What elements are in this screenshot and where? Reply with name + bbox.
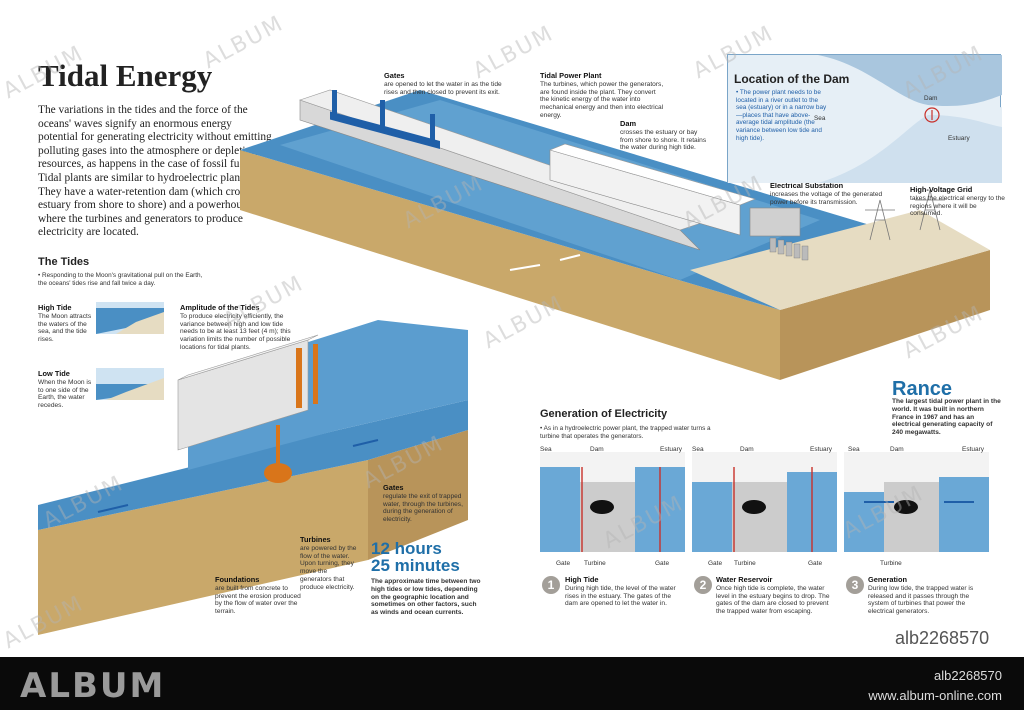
panel2-gate: Gate bbox=[708, 560, 723, 567]
dam-soil bbox=[240, 150, 780, 380]
panel1-dam: Dam bbox=[590, 446, 604, 453]
panel2-dam: Dam bbox=[740, 446, 754, 453]
panel1-gate2: Gate bbox=[655, 560, 670, 567]
intro-text: The variations in the tides and the forc… bbox=[38, 104, 273, 239]
location-estuary-label: Estuary bbox=[948, 135, 970, 142]
panel1-estuary: Estuary bbox=[660, 446, 683, 453]
image-id: alb2268570 bbox=[895, 628, 990, 648]
gate-crane bbox=[330, 111, 440, 149]
panel2-estuary: Estuary bbox=[810, 446, 833, 453]
dam-shore bbox=[690, 210, 990, 310]
plant-roof bbox=[549, 143, 756, 206]
cycle-text: The approximate time between two high ti… bbox=[371, 578, 481, 617]
location-text: • The power plant needs to be located in… bbox=[736, 89, 827, 142]
panel1-gate: Gate bbox=[556, 560, 571, 567]
low-tide-diagram bbox=[96, 368, 164, 400]
section-soil bbox=[38, 460, 368, 635]
location-box: Location of the Dam • The power plant ne… bbox=[727, 54, 1002, 183]
generation-panel-2 bbox=[692, 452, 837, 552]
panel3-turbine: Turbine bbox=[880, 560, 902, 567]
generation-panel-3 bbox=[844, 452, 989, 552]
panel3-sea: Sea bbox=[848, 446, 860, 453]
dam-soil-side bbox=[780, 250, 990, 380]
flow-arrow-icon bbox=[509, 254, 581, 271]
panel2-gate2: Gate bbox=[808, 560, 823, 567]
tides-title: The Tides bbox=[38, 256, 90, 268]
location-sea-label: Sea bbox=[814, 115, 826, 122]
generation-panel-1 bbox=[540, 452, 685, 552]
section-illustration bbox=[38, 320, 468, 635]
high-voltage-tower-icon bbox=[865, 189, 945, 241]
cycle-hours: 12 hours 25 minutes bbox=[371, 539, 460, 575]
rance-title: Rance bbox=[892, 378, 953, 400]
location-title: Location of the Dam bbox=[734, 72, 850, 86]
dam-illustration bbox=[240, 89, 990, 380]
substation-icon bbox=[749, 207, 801, 237]
page-title: Tidal Energy bbox=[38, 58, 213, 93]
panel3-dam: Dam bbox=[890, 446, 904, 453]
step-1-number: 1 bbox=[542, 576, 560, 594]
step-2-number: 2 bbox=[694, 576, 712, 594]
step-3-number: 3 bbox=[846, 576, 864, 594]
panel1-sea: Sea bbox=[540, 446, 552, 453]
generation-intro: • As in a hydroelectric power plant, the… bbox=[540, 425, 711, 440]
location-dam-label: Dam bbox=[924, 95, 938, 102]
rance-text: The largest tidal power plant in the wor… bbox=[892, 398, 1001, 437]
turbine-icon bbox=[264, 463, 292, 483]
panel1-turbine: Turbine bbox=[584, 560, 606, 567]
footer-bar bbox=[0, 657, 1024, 710]
footer-logo[interactable]: ALBUM bbox=[20, 666, 166, 706]
footer-id: alb2268570 bbox=[934, 668, 1002, 683]
tides-intro: • Responding to the Moon's gravitational… bbox=[38, 272, 203, 287]
high-tide-diagram bbox=[96, 302, 164, 334]
section-water bbox=[38, 400, 468, 530]
panel2-turbine: Turbine bbox=[734, 560, 756, 567]
panel3-estuary: Estuary bbox=[962, 446, 985, 453]
footer-url[interactable]: www.album-online.com bbox=[868, 688, 1002, 703]
generation-title: Generation of Electricity bbox=[540, 408, 668, 420]
panel2-sea: Sea bbox=[692, 446, 704, 453]
location-map bbox=[728, 55, 1002, 183]
